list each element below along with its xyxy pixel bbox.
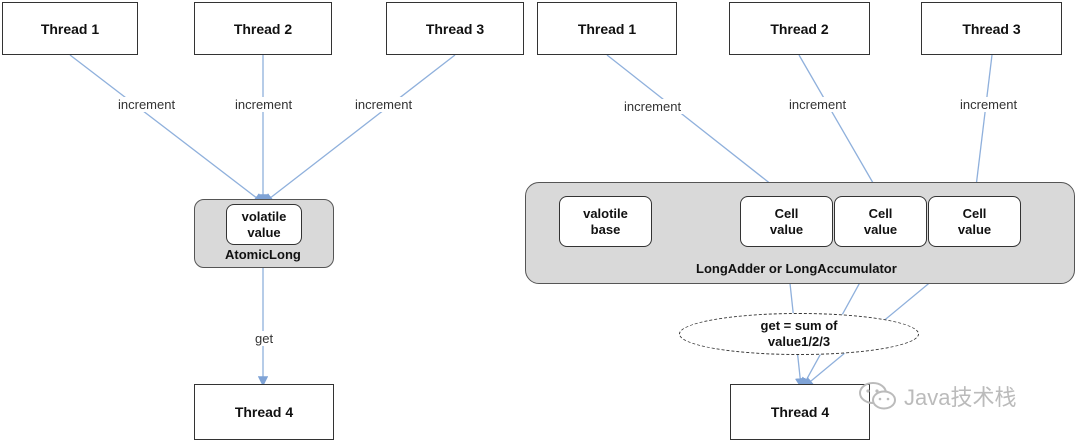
left-get-label: get <box>253 331 276 346</box>
edge-left-t1 <box>69 54 265 204</box>
right-thread-2: Thread 2 <box>729 2 870 55</box>
right-thread-3: Thread 3 <box>921 2 1062 55</box>
watermark-text: Java技术栈 <box>904 385 1017 410</box>
left-thread-3: Thread 3 <box>386 2 524 55</box>
cell-value-2: Cell value <box>834 196 927 247</box>
volatile-base-box: valotile base <box>559 196 652 247</box>
longadder-label: LongAdder or LongAccumulator <box>696 261 897 276</box>
right-thread-4: Thread 4 <box>730 384 870 440</box>
edge-right-t2 <box>798 54 882 198</box>
right-increment-label-1: increment <box>622 99 684 114</box>
left-thread-2: Thread 2 <box>194 2 332 55</box>
edge-right-t3 <box>970 54 993 198</box>
left-thread-4: Thread 4 <box>194 384 334 440</box>
left-thread-1: Thread 1 <box>2 2 138 55</box>
left-increment-label-3: increment <box>353 97 415 112</box>
volatile-value-box: volatile value <box>226 204 302 245</box>
longadder-group: valotile base Cell value Cell value Cell… <box>525 182 1075 284</box>
atomiclong-label: AtomicLong <box>225 247 301 262</box>
atomiclong-group: volatile value AtomicLong <box>194 199 334 268</box>
cell-value-3: Cell value <box>928 196 1021 247</box>
edge-left-t3 <box>262 54 456 204</box>
left-increment-label-1: increment <box>116 97 178 112</box>
left-increment-label-2: increment <box>233 97 295 112</box>
right-increment-label-2: increment <box>787 97 849 112</box>
wechat-icon <box>859 382 896 410</box>
right-thread-1: Thread 1 <box>537 2 677 55</box>
right-increment-label-3: increment <box>958 97 1020 112</box>
sum-ellipse: get = sum of value1/2/3 <box>679 313 919 355</box>
edge-right-t1 <box>606 54 789 198</box>
watermark: Java技术栈 <box>858 380 1016 412</box>
cell-value-1: Cell value <box>740 196 833 247</box>
